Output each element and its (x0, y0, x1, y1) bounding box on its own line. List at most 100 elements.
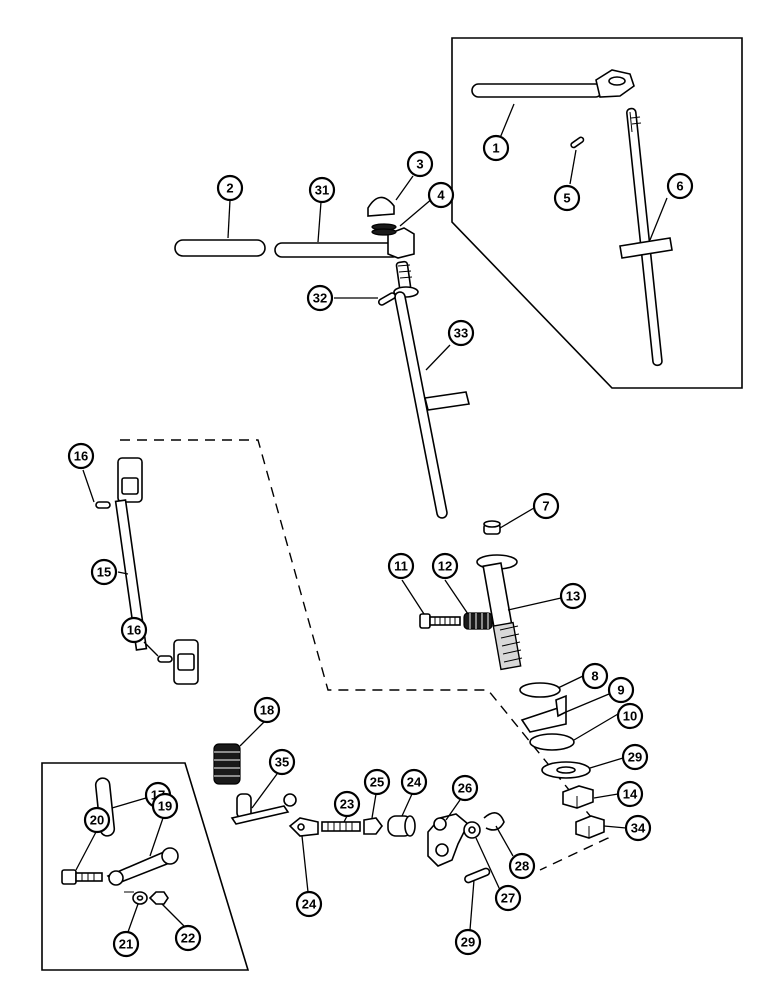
shaft-15 (114, 457, 199, 685)
pin-32 (378, 292, 396, 306)
callout-11: 11 (387, 552, 415, 580)
lever-19 (106, 847, 179, 886)
lock-tab-9 (520, 694, 567, 733)
screw-11 (419, 613, 461, 629)
callout-label-26: 26 (458, 781, 472, 796)
callout-label-8: 8 (591, 669, 598, 684)
callout-label-16-upper: 16 (74, 449, 88, 464)
callout-34: 34 (624, 814, 652, 842)
callout-18: 18 (253, 696, 281, 724)
callout-label-4: 4 (437, 188, 445, 203)
shaft-13 (476, 554, 523, 671)
pin-5 (570, 136, 585, 149)
callout-label-23: 23 (340, 797, 354, 812)
callout-33: 33 (447, 319, 475, 347)
spring-12 (463, 612, 493, 630)
callout-29-upper: 29 (621, 743, 649, 771)
callout-label-16-lower: 16 (127, 623, 141, 638)
callout-label-19: 19 (158, 799, 172, 814)
callout-label-11: 11 (394, 559, 408, 574)
washer-21 (132, 891, 148, 905)
callout-8: 8 (581, 662, 609, 690)
callout-label-7: 7 (542, 499, 549, 514)
callout-7: 7 (532, 492, 560, 520)
callout-21: 21 (112, 930, 140, 958)
callout-35: 35 (268, 748, 296, 776)
callout-14: 14 (616, 780, 644, 808)
callout-4: 4 (427, 181, 455, 209)
lever-35 (230, 793, 297, 825)
shaft-33 (393, 260, 470, 519)
washer-29 (541, 761, 591, 779)
callout-label-14: 14 (623, 787, 638, 802)
callout-label-34: 34 (631, 821, 646, 836)
callout-label-28: 28 (515, 859, 529, 874)
bar-2 (174, 239, 266, 257)
nut-14 (562, 785, 594, 809)
callout-label-35: 35 (275, 755, 289, 770)
callout-2: 2 (216, 174, 244, 202)
callout-24-left: 24 (295, 890, 323, 918)
callout-label-6: 6 (676, 179, 683, 194)
callout-label-22: 22 (181, 931, 195, 946)
inset-box-lower (41, 762, 250, 971)
bolt-20 (61, 869, 103, 885)
dashed-boundary (120, 439, 610, 871)
callout-29-lower: 29 (454, 928, 482, 956)
callout-label-27: 27 (501, 891, 515, 906)
callout-label-13: 13 (566, 589, 580, 604)
handle-lever-1 (471, 69, 635, 98)
callout-label-1: 1 (492, 141, 499, 156)
shaft-6 (619, 107, 673, 367)
callout-15: 15 (90, 558, 118, 586)
nut-22 (148, 891, 169, 905)
callout-label-24-left: 24 (302, 897, 317, 912)
callout-10: 10 (616, 702, 644, 730)
nut-34 (575, 815, 605, 839)
pin-29-lower (464, 867, 491, 884)
leader-lines (75, 103, 668, 933)
callout-20: 20 (83, 806, 111, 834)
callout-label-25: 25 (370, 775, 384, 790)
callout-label-29-upper: 29 (628, 750, 642, 765)
callout-6: 6 (666, 172, 694, 200)
callout-label-33: 33 (454, 326, 468, 341)
nut-25 (363, 817, 383, 835)
callout-label-3: 3 (416, 157, 423, 172)
callout-13: 13 (559, 582, 587, 610)
callout-22: 22 (174, 924, 202, 952)
callout-label-21: 21 (119, 937, 133, 952)
stud-23 (321, 821, 361, 832)
washer-8 (519, 682, 561, 698)
bracket-26 (427, 813, 469, 867)
callout-label-24-right: 24 (407, 775, 422, 790)
callout-25: 25 (363, 768, 391, 796)
callout-27: 27 (494, 884, 522, 912)
callout-24-right: 24 (400, 768, 428, 796)
callout-31: 31 (308, 176, 336, 204)
callout-label-29-lower: 29 (461, 935, 475, 950)
callout-label-10: 10 (623, 709, 637, 724)
rod-end-24-right (387, 815, 416, 837)
rod-end-24-left (288, 817, 319, 837)
callout-label-9: 9 (617, 683, 624, 698)
spring-18 (213, 743, 241, 785)
callout-16-upper: 16 (67, 442, 95, 470)
callout-12: 12 (431, 552, 459, 580)
bushing-7 (483, 520, 501, 535)
pin-16-upper (95, 501, 111, 509)
callout-9: 9 (607, 676, 635, 704)
callout-label-15: 15 (97, 565, 111, 580)
callout-23: 23 (333, 790, 361, 818)
callout-label-5: 5 (563, 191, 570, 206)
callout-3: 3 (406, 150, 434, 178)
callout-label-32: 32 (313, 291, 327, 306)
spring-4 (371, 223, 397, 236)
callout-label-2: 2 (226, 181, 233, 196)
washer-27-hole (468, 826, 476, 834)
callout-1: 1 (482, 134, 510, 162)
cap-nut-3 (367, 196, 395, 217)
callout-16-lower: 16 (120, 616, 148, 644)
callout-5: 5 (553, 184, 581, 212)
